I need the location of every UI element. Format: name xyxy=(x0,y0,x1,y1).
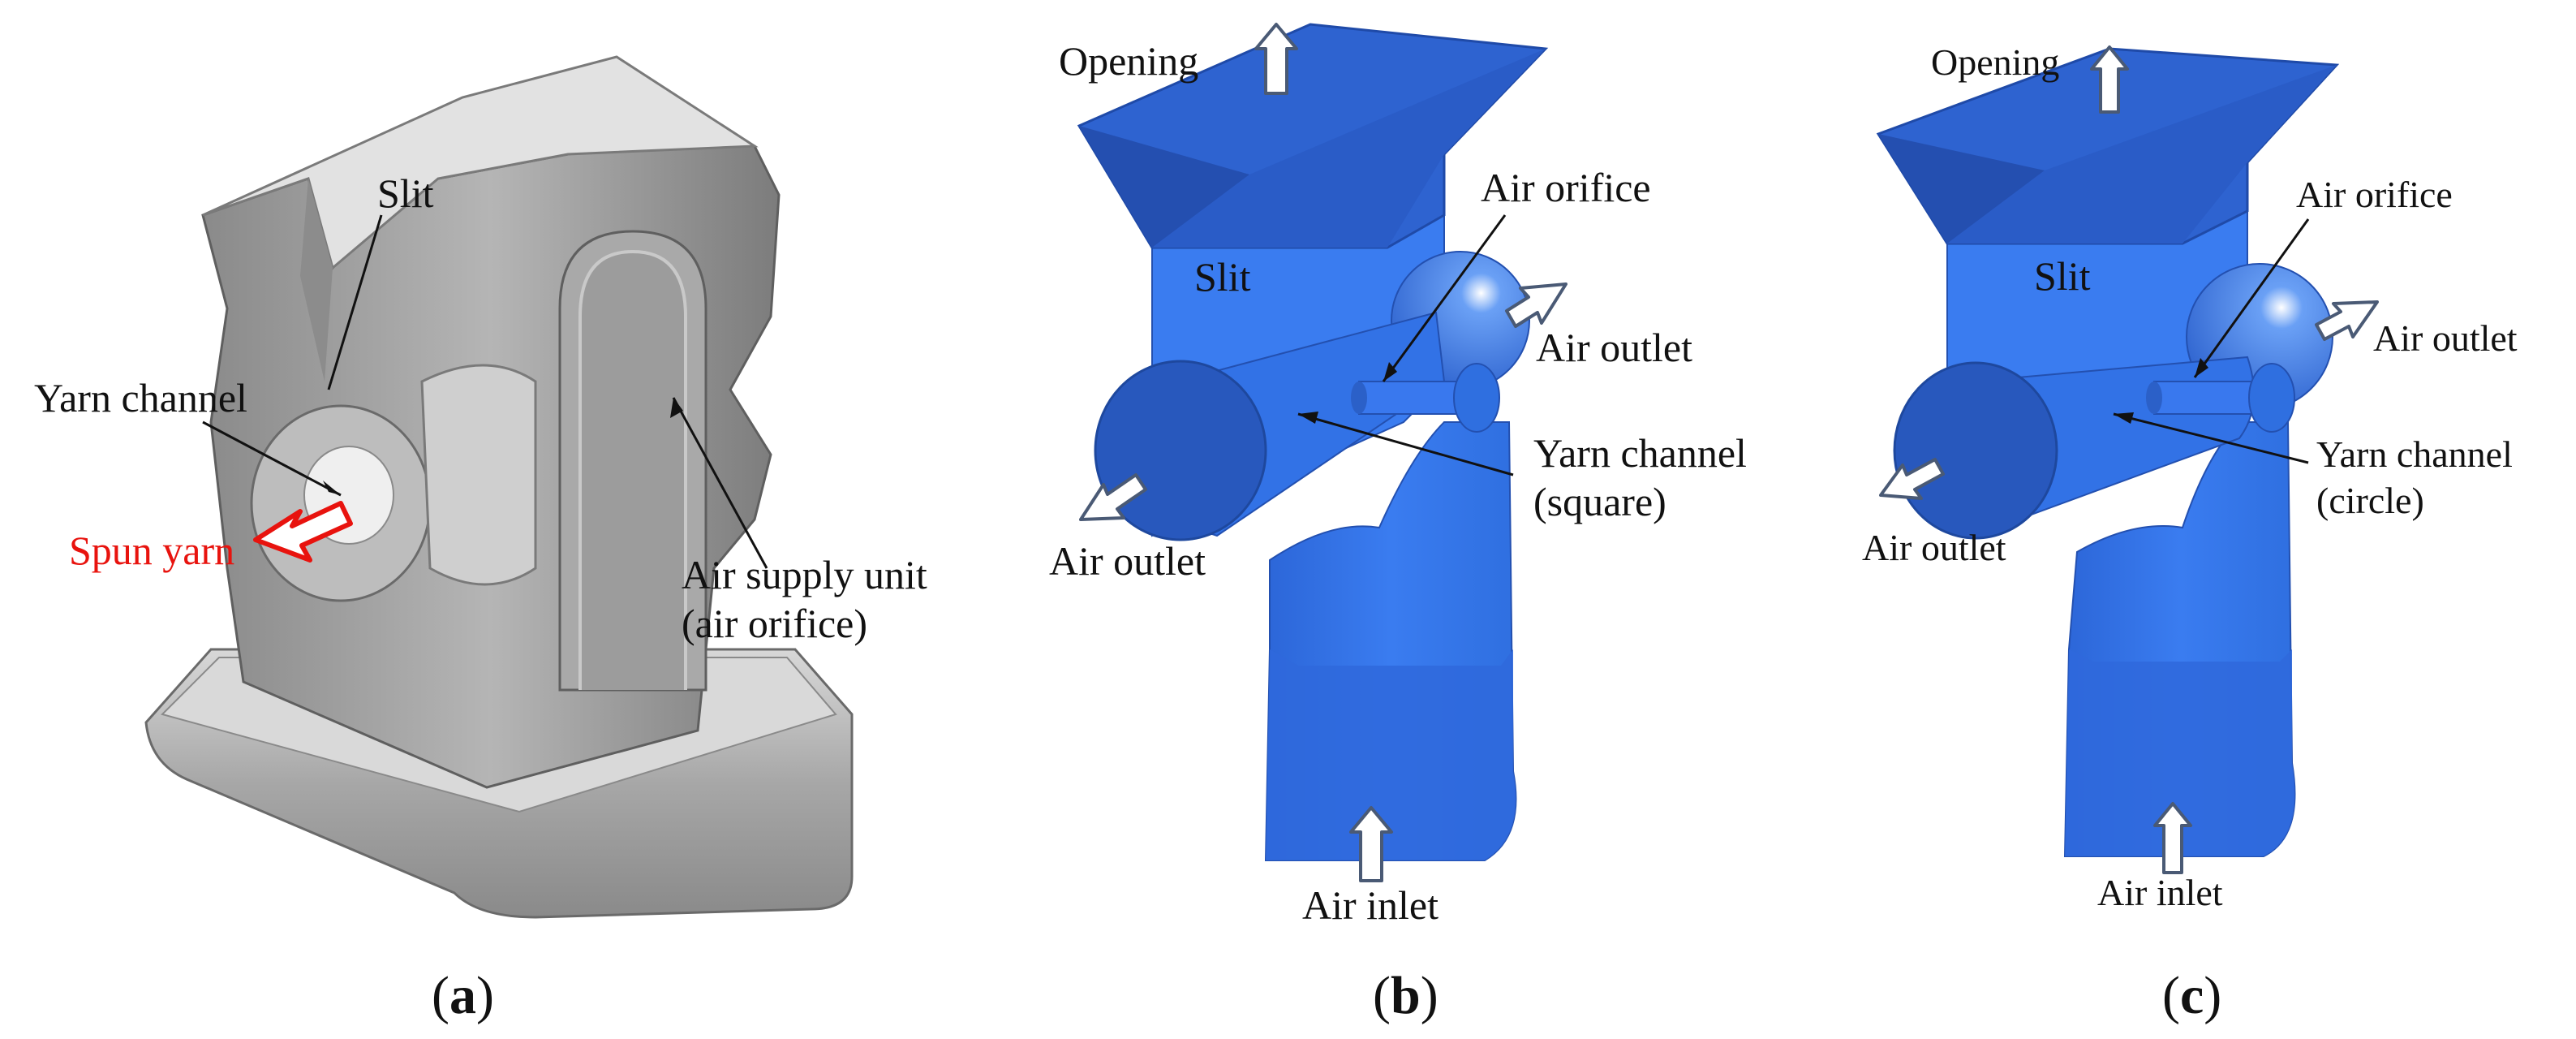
label-air-outlet-right-c: Air outlet xyxy=(2373,317,2518,359)
arrow-opening-c xyxy=(2090,45,2129,114)
leader-yarn-channel-a xyxy=(202,420,342,497)
label-spun-yarn: Spun yarn xyxy=(69,528,234,573)
arrow-outlet-left-c xyxy=(1879,458,1945,500)
label-yarn-channel-b-line2: (square) xyxy=(1533,479,1666,524)
arrow-inlet-c xyxy=(2153,802,2192,874)
leader-air-orifice-b xyxy=(1382,214,1507,382)
label-air-orifice-c: Air orifice xyxy=(2296,174,2453,215)
leader-air-supply-a xyxy=(672,397,768,569)
label-air-outlet-left-b: Air outlet xyxy=(1049,538,1206,584)
label-air-supply-unit-line1: Air supply unit xyxy=(682,552,927,597)
label-slit-a: Slit xyxy=(377,170,434,216)
label-air-orifice-b: Air orifice xyxy=(1481,165,1651,210)
label-slit-c: Slit xyxy=(2034,253,2091,299)
label-air-supply-unit-line2: (air orifice) xyxy=(682,601,867,646)
label-yarn-channel-c-line2: (circle) xyxy=(2316,480,2424,521)
label-air-inlet-b: Air inlet xyxy=(1302,882,1439,928)
label-slit-b: Slit xyxy=(1194,254,1251,300)
caption-a: (a) xyxy=(432,966,494,1025)
leader-yarn-channel-b xyxy=(1297,412,1514,476)
label-air-inlet-c: Air inlet xyxy=(2097,872,2223,913)
leader-yarn-channel-c xyxy=(2113,412,2309,464)
label-opening-c: Opening xyxy=(1931,41,2059,83)
label-air-outlet-left-c: Air outlet xyxy=(1862,527,2006,568)
caption-c: (c) xyxy=(2162,966,2221,1025)
spun-yarn-arrow xyxy=(253,501,353,563)
arrow-outlet-left-b xyxy=(1079,473,1147,521)
caption-b: (b) xyxy=(1373,966,1439,1025)
arrow-inlet-b xyxy=(1349,806,1393,882)
leader-slit-a xyxy=(327,214,383,390)
arrow-outlet-right-b xyxy=(1505,282,1568,328)
leader-air-orifice-c xyxy=(2193,218,2310,378)
nozzle-v-groove xyxy=(202,55,759,270)
panel-c: Opening Slit Air orifice Air outlet Yarn… xyxy=(1862,41,2518,1025)
nozzle-side-recess xyxy=(420,364,537,586)
nozzle-slit-face xyxy=(300,179,333,382)
label-air-outlet-right-b: Air outlet xyxy=(1536,325,1692,370)
label-yarn-channel-a: Yarn channel xyxy=(34,375,247,420)
label-yarn-channel-b-line1: Yarn channel xyxy=(1533,430,1747,476)
arrow-outlet-right-c xyxy=(2315,300,2379,341)
panel-b: Opening Slit Air orifice Air outlet Yarn… xyxy=(1049,23,1747,1025)
outlet-disc-c xyxy=(1893,361,2058,540)
label-opening-b: Opening xyxy=(1059,38,1198,84)
panel-a: Slit Yarn channel Spun yarn Air supply u… xyxy=(34,55,927,1025)
arrow-opening-b xyxy=(1254,23,1298,95)
label-yarn-channel-c-line1: Yarn channel xyxy=(2316,433,2513,475)
